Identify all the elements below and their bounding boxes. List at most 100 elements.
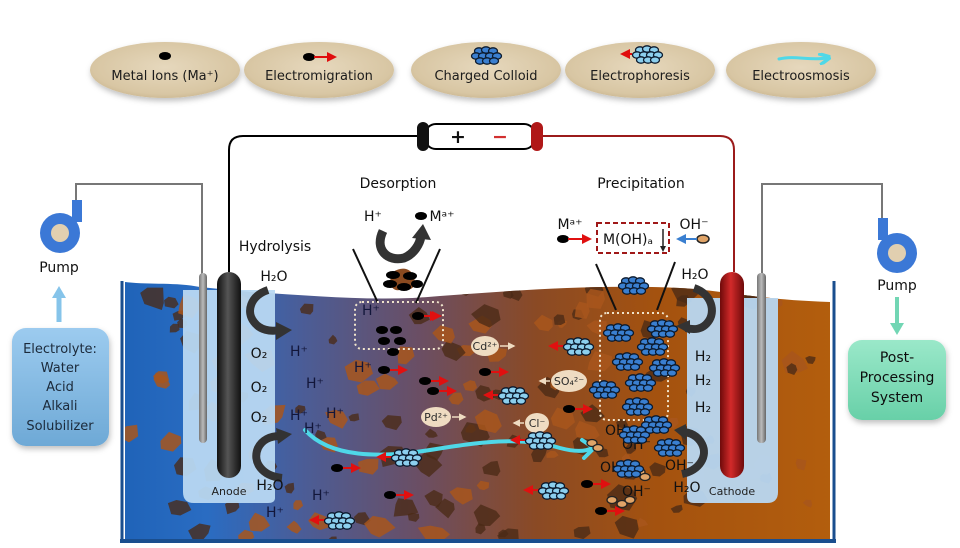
- post-processing-arrow-down: [890, 297, 904, 335]
- anode-hydrolysis-arrow-top: [246, 286, 281, 335]
- positive-sign: +: [450, 126, 466, 148]
- electrolyte-line: Water: [41, 361, 80, 376]
- h-plus-ion: H⁺: [290, 408, 308, 424]
- electroosmosis-flow-arrow: [303, 428, 594, 457]
- metal-ion: [378, 337, 390, 345]
- soil-particle: [424, 489, 443, 508]
- legend: Metal Ions (Ma⁺) Electromigration Charge…: [90, 42, 876, 98]
- soil-particle: [248, 512, 271, 532]
- cathode-gas: H₂: [695, 349, 711, 365]
- precipitated-colloid: [648, 358, 681, 377]
- h-plus-ion: H⁺: [326, 406, 344, 422]
- hydroxide-particle: [592, 443, 604, 453]
- soil-particle: [356, 380, 380, 396]
- electrolyte-arrow-up: [52, 286, 66, 322]
- soil-particle: [786, 363, 798, 375]
- precipitated-colloid: [618, 425, 651, 444]
- legend-label: Electrophoresis: [590, 69, 690, 84]
- metal-ion: [384, 490, 414, 500]
- h-plus-ion: H⁺: [362, 303, 380, 319]
- h-plus-ion: H⁺: [312, 488, 330, 504]
- soil-particle: [475, 523, 486, 535]
- legend-item-electromigration: Electromigration: [244, 42, 394, 98]
- soil-particle: [328, 536, 337, 540]
- legend-item-metal-ions: Metal Ions (Ma⁺): [90, 42, 240, 98]
- metal-ion: [394, 337, 406, 345]
- soil-particle: [293, 500, 304, 511]
- power-supply: + −: [417, 122, 543, 151]
- cathode-chamber: Cathode: [687, 272, 778, 503]
- cathode-h2o-bottom: H₂O: [673, 480, 700, 496]
- legend-label: Metal Ions (Ma⁺): [111, 69, 218, 84]
- anode-hydrolysis-arrow-bottom: [252, 432, 283, 482]
- soil-particle: [295, 405, 306, 414]
- precipitated-colloid: [636, 337, 669, 356]
- soil-particle: [169, 323, 180, 333]
- anode-label: Anode: [212, 485, 247, 498]
- svg-text:Pd²⁺: Pd²⁺: [424, 411, 448, 424]
- h-plus-ion: H⁺: [266, 505, 284, 521]
- precipitated-colloid: [611, 352, 644, 371]
- precipitation-zoom-line-left: [595, 263, 617, 311]
- soil-particle: [167, 500, 192, 516]
- soil-particle: [471, 304, 501, 328]
- ion-tag-cd: Cd²⁺: [471, 336, 516, 356]
- electrolyte-line: Electrolyte:: [23, 342, 97, 357]
- metal-ion: [390, 326, 402, 334]
- h-plus-ions: H⁺H⁺H⁺H⁺H⁺H⁺H⁺H⁺H⁺: [266, 303, 380, 521]
- anode-reactions: H₂O O₂ O₂ O₂ H₂O: [246, 269, 292, 494]
- legend-label: Electroosmosis: [752, 69, 850, 84]
- metal-ion: [419, 376, 449, 386]
- precipitated-colloid: [617, 276, 650, 295]
- metal-ion: [378, 365, 408, 375]
- precipitated-colloid: [624, 373, 657, 392]
- precipitate-box: [596, 222, 670, 254]
- negative-terminal: [531, 122, 543, 151]
- metal-ion: [595, 506, 625, 516]
- ion-tag-so4: SO₄²⁻: [538, 370, 587, 392]
- soil-particle: [473, 504, 501, 526]
- positive-terminal: [417, 122, 429, 151]
- h-plus-ion: H⁺: [304, 421, 322, 437]
- desorption-h-plus: H⁺: [364, 209, 382, 225]
- soil-particle: [364, 515, 396, 538]
- soil-particle: [299, 303, 314, 315]
- soil-particle: [531, 447, 548, 463]
- metal-ion: [427, 386, 457, 396]
- h-plus-ion: H⁺: [354, 360, 372, 376]
- metal-ion: [563, 404, 593, 414]
- anode-chamber: Anode: [183, 272, 275, 503]
- cathode-wire: [540, 135, 735, 272]
- soil-particle: [325, 409, 348, 429]
- ion-tag-cl: Cl⁻: [512, 413, 549, 433]
- soil-particle: [344, 359, 373, 383]
- post-processing-box: Post- Processing System: [848, 340, 946, 420]
- soil-particle: [616, 418, 629, 429]
- soil-particle: [284, 482, 295, 494]
- soil-particle: [498, 529, 509, 538]
- metal-ion: [376, 326, 388, 334]
- svg-text:Cl⁻: Cl⁻: [529, 417, 546, 430]
- hydroxide-particle: [624, 495, 636, 505]
- soil-particle: [358, 458, 379, 475]
- anode-wire: [228, 135, 420, 272]
- left-pump-label: Pump: [39, 260, 79, 276]
- soil-particle: [482, 460, 501, 477]
- metal-ion: [387, 348, 399, 356]
- soil-particle: [462, 380, 478, 392]
- soil-particle: [225, 500, 240, 515]
- ion-tag-pd: Pd²⁺: [421, 407, 467, 427]
- anode-h2o-top: H₂O: [260, 269, 287, 285]
- right-pump-pipe: [761, 183, 883, 275]
- legend-item-charged-colloid: Charged Colloid: [411, 42, 561, 98]
- h-plus-ion: H⁺: [306, 376, 324, 392]
- metal-ion-icon: [159, 52, 171, 60]
- soil-particle: [510, 287, 523, 301]
- precipitation-detail: Mᵃ⁺ M(OH)ₐ OH⁻: [557, 217, 710, 421]
- soil-particle: [802, 499, 813, 508]
- precipitated-colloid: [588, 380, 621, 399]
- cathode-rod-pipe: [757, 273, 766, 443]
- cathode-label: Cathode: [709, 485, 755, 498]
- soil-particle: [546, 450, 559, 458]
